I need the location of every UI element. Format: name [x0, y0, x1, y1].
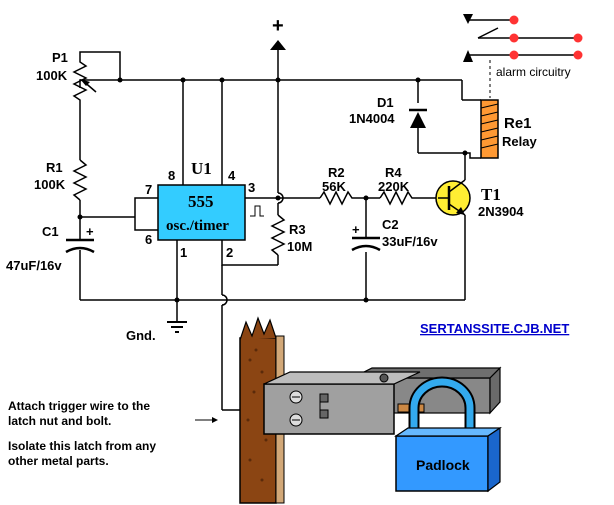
plus-arrow-icon: [270, 40, 286, 50]
c1-name: C1: [42, 224, 59, 239]
ic-desc: osc./timer: [166, 218, 229, 234]
resistor-r4: [379, 190, 416, 206]
t1-name: T1: [481, 185, 501, 204]
wires: [79, 19, 575, 411]
r1-name: R1: [46, 160, 63, 175]
potentiometer-p1: [72, 60, 97, 110]
resistor-r2: [319, 190, 356, 206]
r3-name: R3: [289, 222, 306, 237]
resistor-r1: [72, 159, 88, 201]
supply-label: +: [272, 15, 284, 37]
r2-value: 56K: [322, 179, 346, 194]
resistor-r3: [270, 214, 286, 256]
r1-value: 100K: [34, 177, 66, 192]
r3-value: 10M: [287, 239, 312, 254]
note-line-1: Attach trigger wire to the: [8, 399, 150, 413]
pin2-label: 2: [226, 245, 233, 260]
diode-d1: [409, 108, 427, 128]
pin4-label: 4: [228, 168, 236, 183]
pin6-label: 6: [145, 232, 152, 247]
ground-symbol-icon: [167, 321, 187, 333]
pin7-label: 7: [145, 182, 152, 197]
p1-value: 100K: [36, 68, 68, 83]
c1-plus: +: [86, 224, 94, 239]
d1-name: D1: [377, 95, 394, 110]
c2-name: C2: [382, 217, 399, 232]
note-line-3: Isolate this latch from any: [8, 439, 156, 453]
d1-value: 1N4004: [349, 111, 395, 126]
r4-name: R4: [385, 165, 402, 180]
latch-hasp: [263, 366, 502, 435]
pin8-label: 8: [168, 168, 175, 183]
ic-ref: U1: [191, 159, 212, 178]
c2-plus: +: [352, 222, 360, 237]
padlock-label: Padlock: [416, 457, 470, 473]
c1-value: 47uF/16v: [6, 258, 62, 273]
note-line-4: other metal parts.: [8, 454, 109, 468]
note-line-2: latch nut and bolt.: [8, 414, 111, 428]
ic-name: 555: [188, 192, 214, 211]
website-label: SERTANSSITE.CJB.NET: [420, 321, 569, 336]
pin1-label: 1: [180, 245, 187, 260]
transistor-t1: [435, 172, 471, 216]
square-pulse-icon: [250, 205, 264, 217]
relay-desc: Relay: [502, 134, 537, 149]
ground-label: Gnd.: [126, 328, 156, 343]
relay-coil-winding: [480, 103, 499, 149]
r2-name: R2: [328, 165, 345, 180]
relay-name: Re1: [504, 115, 532, 132]
r4-value: 220K: [378, 179, 410, 194]
p1-name: P1: [52, 50, 68, 65]
relay-contacts: [463, 14, 583, 62]
c2-value: 33uF/16v: [382, 234, 438, 249]
pin3-label: 3: [248, 180, 255, 195]
junction-dots: [77, 77, 468, 303]
t1-value: 2N3904: [478, 204, 524, 219]
padlock-icon: [394, 376, 502, 493]
capacitor-c2: [351, 236, 381, 252]
capacitor-c1: [65, 228, 95, 262]
ic-555-body: [157, 184, 246, 241]
alarm-label: alarm circuitry: [496, 65, 571, 79]
